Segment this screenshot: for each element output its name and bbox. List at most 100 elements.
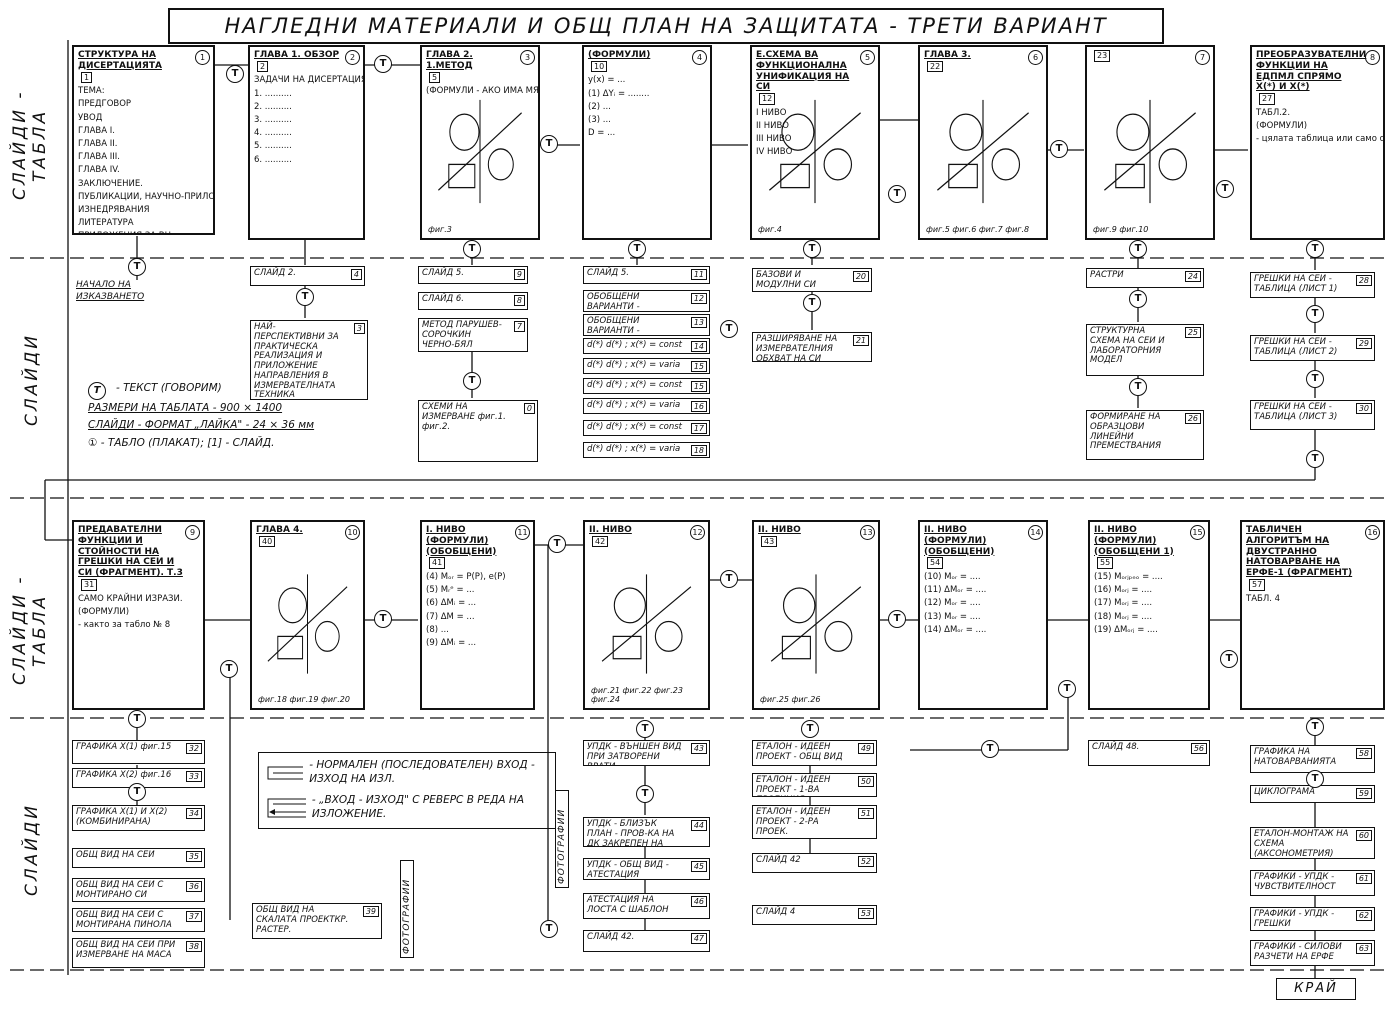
row-label-3: СЛАЙДИ - ТАБЛА (10, 574, 50, 686)
slide-s28: ГРЕШКИ НА СЕИ - ТАБЛИЦА (ЛИСТ 1) 28 (1250, 272, 1375, 298)
board-caption: фиг.21 фиг.22 фиг.23 фиг.24 (591, 685, 683, 705)
t-marker-icon: T (374, 610, 392, 628)
board-number: 3 (520, 50, 535, 65)
board-slide-number: 22 (927, 60, 944, 73)
slide-number: 63 (1355, 943, 1372, 955)
board-3: 3 ГЛАВА 2. 1.МЕТОД 5(ФОРМУЛИ - АКО ИМА М… (420, 45, 540, 240)
slide-label: СХЕМИ НА ИЗМЕРВАНЕ фиг.1. фиг.2. (422, 402, 506, 432)
board-line: (6) ΔMᵢ = ... (426, 598, 477, 609)
board-number: 10 (345, 525, 360, 540)
slide-label: ГРЕШКИ НА СЕИ - ТАБЛИЦА (ЛИСТ 3) (1254, 402, 1338, 422)
t-marker-icon: T (540, 920, 558, 938)
board-sketch (926, 87, 1040, 216)
slide-s18: d(*) d(*) ; x(*) = varia 18 (583, 442, 710, 458)
slide-s6: СЛАЙД 6. 8 (418, 292, 528, 310)
slide-s56: СЛАЙД 48. 56 (1088, 740, 1210, 766)
slide-number: 51 (857, 808, 874, 820)
t-marker-icon: T (628, 240, 646, 258)
board-line: (ФОРМУЛИ) (1256, 120, 1308, 131)
board-line: ЛИТЕРАТУРА (78, 218, 134, 229)
slide-label: СЛАЙД 42 (756, 855, 801, 865)
t-marker-icon: T (1306, 240, 1324, 258)
slide-label: d(*) d(*) ; x(*) = const (587, 340, 682, 350)
slide-label: ЕТАЛОН - ИДЕЕН ПРОЕКТ - 2-РА ПРОЕК. (756, 807, 831, 837)
slide-s15: d(*) d(*) ; x(*) = varia 15 (583, 358, 710, 374)
legend-top: T - ТЕКСТ (ГОВОРИМ) РАЗМЕРИ НА ТАБЛАТА -… (88, 382, 408, 451)
slide-label: ГРЕШКИ НА СЕИ - ТАБЛИЦА (ЛИСТ 1) (1254, 274, 1338, 294)
t-marker-icon: T (1058, 680, 1076, 698)
board-5: 5 Е.СХЕМА ВА ФУНКЦИОНАЛНА УНИФИКАЦИЯ НА … (750, 45, 880, 240)
t-marker-icon: T (888, 610, 906, 628)
board-line: (1) ΔYᵢ = ........ (588, 88, 650, 99)
board-caption: фиг.25 фиг.26 (760, 695, 821, 705)
board-line: (8) ... (426, 624, 449, 635)
slide-number: 32 (185, 743, 202, 755)
legend-format: СЛАЙДИ - ФОРМАТ „ЛАЙКА" - 24 × 36 мм (88, 419, 315, 432)
t-marker-icon: T (803, 294, 821, 312)
slide-s17: d(*) d(*) ; x(*) = const 17 (583, 420, 710, 436)
board-heading: II. НИВО (ФОРМУЛИ) (ОБОБЩЕНИ) (924, 525, 995, 557)
board-slide-number: 40 (259, 535, 276, 548)
slide-number: 9 (513, 269, 525, 281)
slide-number: 12 (690, 293, 707, 305)
slide-s60: ЕТАЛОН-МОНТАЖ НА СХЕМА (АКСОНОМЕТРИЯ) 60 (1250, 827, 1375, 859)
board-caption: фиг.9 фиг.10 (1093, 225, 1149, 235)
board-slide-number: 55 (1097, 557, 1114, 569)
board-sketch (758, 87, 872, 216)
start-label: НАЧАЛО НА ИЗКАЗВАНЕТО (76, 280, 145, 302)
arrow-normal-icon (267, 766, 304, 780)
slide-label: ОБОБЩЕНИ ВАРИАНТИ - ГРАФИКИ (587, 316, 640, 336)
board-line: (15) Mₒᵣⱼₚₑₒ = .... (1094, 571, 1163, 582)
slide-s43: УПДК - ВЪНШЕН ВИД ПРИ ЗАТВОРЕНИ ВРАТИ. 4… (583, 740, 710, 766)
slide-number: 43 (690, 743, 707, 755)
board-line: (12) Mₒᵣ = .... (924, 598, 981, 609)
slide-number: 61 (1355, 873, 1372, 885)
slide-label: ЕТАЛОН - ИДЕЕН ПРОЕКТ - 1-ВА ПРОЕКЦИЯ (756, 775, 831, 796)
board-16: 16 ТАБЛИЧЕН АЛГОРИТЪМ НА ДВУСТРАННО НАТО… (1240, 520, 1385, 710)
slide-label: БАЗОВИ И МОДУЛНИ СИ (756, 270, 816, 290)
slide-label: ГРАФИКА X(2) фиг.16 (76, 770, 172, 780)
board-heading: ПРЕДАВАТЕЛНИ ФУНКЦИИ И СТОЙНОСТИ НА ГРЕШ… (78, 525, 183, 579)
slide-label: СЛАЙД 5. (422, 268, 464, 278)
board-slide-number: 41 (429, 557, 446, 569)
slide-s53: СЛАЙД 4 53 (752, 905, 877, 925)
board-line: III НИВО (756, 134, 792, 145)
slide-s29: ГРЕШКИ НА СЕИ - ТАБЛИЦА (ЛИСТ 2) 29 (1250, 335, 1375, 361)
legend-t-text: - ТЕКСТ (ГОВОРИМ) (116, 382, 222, 394)
slide-s20: БАЗОВИ И МОДУЛНИ СИ 20 (752, 268, 872, 292)
board-9: 9 ПРЕДАВАТЕЛНИ ФУНКЦИИ И СТОЙНОСТИ НА ГР… (72, 520, 205, 710)
board-slide-number: 57 (1249, 578, 1266, 591)
slide-number: 8 (513, 295, 525, 307)
board-heading: ГЛАВА 2. 1.МЕТОД (426, 50, 473, 71)
slide-number: 36 (185, 881, 202, 893)
t-marker-icon: T (1306, 370, 1324, 388)
slide-label: ГРЕШКИ НА СЕИ - ТАБЛИЦА (ЛИСТ 2) (1254, 337, 1338, 357)
board-sketch (428, 87, 532, 216)
t-marker-icon: T (636, 720, 654, 738)
board-sketch (1093, 87, 1207, 216)
board-10: 10 ГЛАВА 4. 40 фиг.18 фиг.19 фиг.20 (250, 520, 365, 710)
slide-label: ЕТАЛОН - ИДЕЕН ПРОЕКТ - ОБЩ ВИД (756, 742, 843, 762)
slide-s39: ОБЩ ВИД НА СКАЛАТА ПРОЕКТКР. РАСТЕР. 39 (252, 903, 382, 939)
board-line: ТАБЛ.2. (1256, 107, 1291, 118)
t-marker-icon: T (981, 740, 999, 758)
slide-label: ОБОБЩЕНИ ВАРИАНТИ - ТАБЛИЦА (587, 292, 640, 312)
t-marker-icon: T (720, 320, 738, 338)
board-number: 11 (515, 525, 530, 540)
slide-number: 15 (690, 361, 707, 373)
slide-s45: УПДК - ОБЩ ВИД - АТЕСТАЦИЯ 45 (583, 858, 710, 880)
t-marker-icon: T (1129, 290, 1147, 308)
board-line: ГЛАВА I. (78, 125, 115, 136)
slide-label: ОБЩ ВИД НА СЕИ С МОНТИРАНА ПИНОЛА (76, 910, 172, 930)
slide-s63: ГРАФИКИ - СИЛОВИ РАЗЧЕТИ НА ЕРФЕ 63 (1250, 940, 1375, 966)
slide-number: 52 (857, 856, 874, 868)
slide-number: 60 (1355, 830, 1372, 842)
slide-s3: НАЙ-ПЕРСПЕКТИВНИ ЗА ПРАКТИЧЕСКА РЕАЛИЗАЦ… (250, 320, 368, 400)
slide-label: ЦИКЛОГРАМА (1254, 787, 1315, 797)
t-marker-icon: T (803, 240, 821, 258)
board-heading: ПРЕОБРАЗУВАТЕЛНИ ФУНКЦИИ НА ЕДПМЛ СПРЯМО… (1256, 50, 1367, 93)
board-number: 12 (690, 525, 705, 540)
board-8: 8 ПРЕОБРАЗУВАТЕЛНИ ФУНКЦИИ НА ЕДПМЛ СПРЯ… (1250, 45, 1385, 240)
slide-number: 30 (1355, 403, 1372, 415)
